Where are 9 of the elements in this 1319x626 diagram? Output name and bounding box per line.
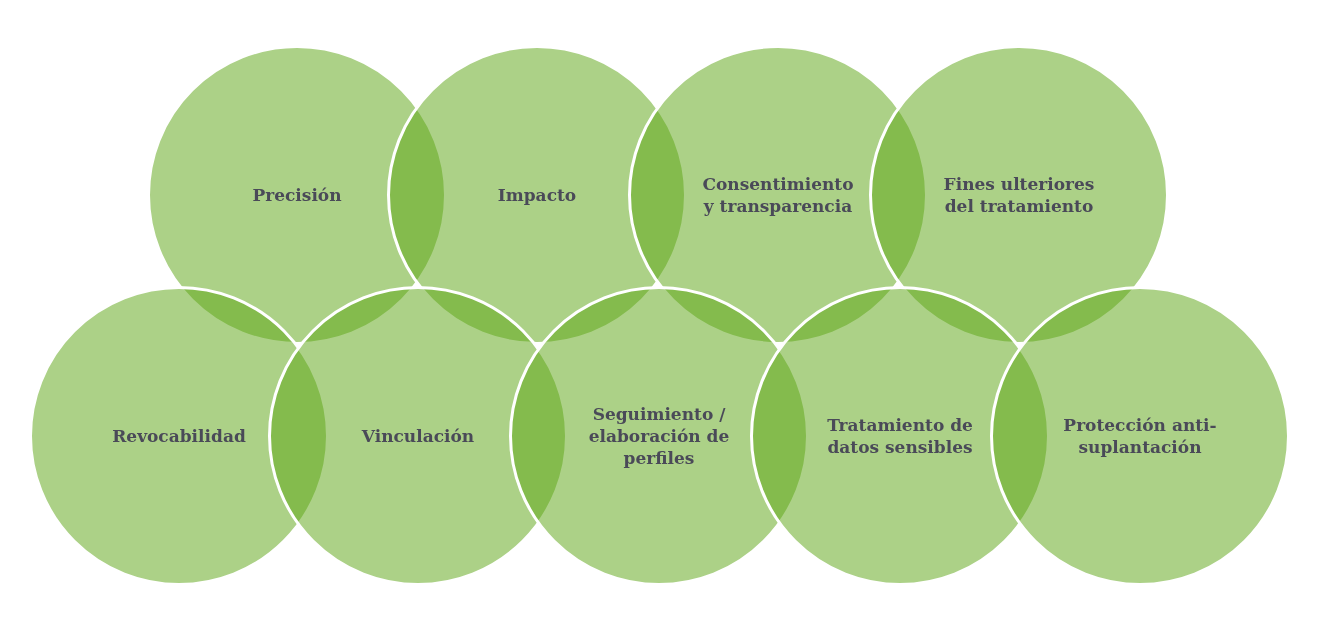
node-label: Vinculación xyxy=(361,425,475,447)
node-label: Consentimiento y transparencia xyxy=(701,173,855,217)
node-label: Fines ulteriores del tratamiento xyxy=(942,173,1096,217)
node-label: Revocabilidad xyxy=(112,425,246,447)
node-label: Impacto xyxy=(497,184,577,206)
node-label: Precisión xyxy=(252,184,342,206)
node-label: Tratamiento de datos sensibles xyxy=(826,414,974,458)
node-label: Protección anti-suplantación xyxy=(1062,414,1218,458)
node-label: Seguimiento / elaboración de perfiles xyxy=(587,403,731,469)
